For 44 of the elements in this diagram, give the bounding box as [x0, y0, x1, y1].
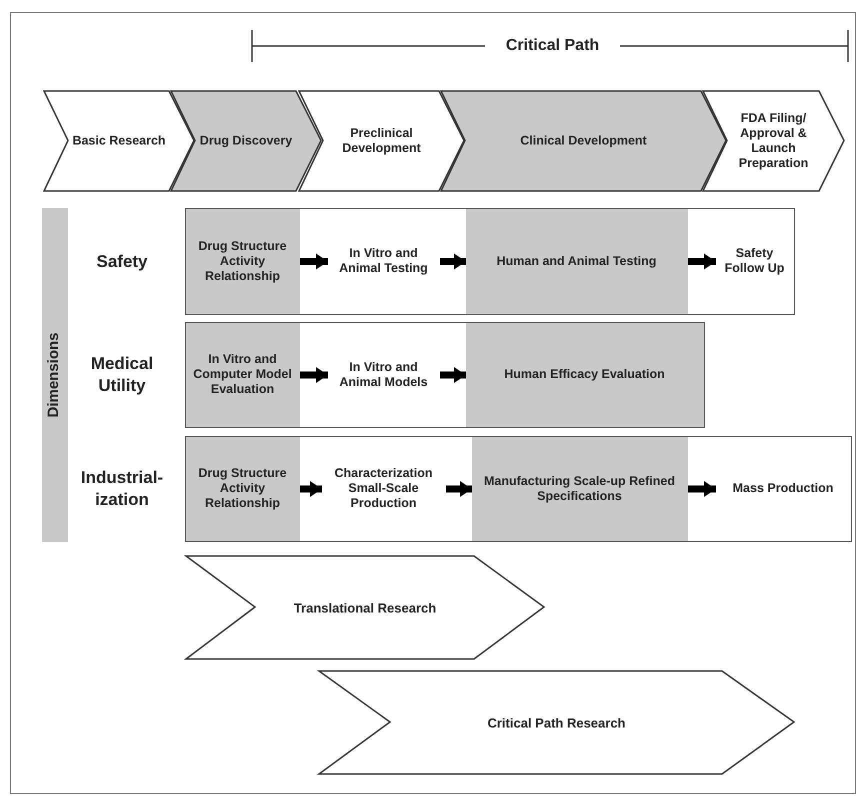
- phase-banner: [702, 90, 845, 192]
- row-label: Medical Utility: [90, 353, 154, 397]
- cell-text: Drug Structure Activity Relationship: [197, 466, 288, 511]
- stage-cell: [186, 436, 300, 540]
- arrow: [688, 481, 716, 497]
- cell-text: In Vitro and Animal Testing: [338, 246, 429, 276]
- arrow: [446, 481, 472, 497]
- stage-cell: [466, 322, 704, 426]
- stage-label: FDA Filing/ Approval & Launch Preparation: [738, 111, 810, 171]
- cell-text: Manufacturing Scale-up Refined Specifications: [483, 474, 676, 504]
- dimension-band: [42, 208, 68, 542]
- phase-banner: [298, 90, 465, 192]
- arrow: [300, 254, 328, 270]
- cell-text: In Vitro and Computer Model Evaluation: [192, 352, 293, 397]
- stage-label: Basic Research: [71, 134, 167, 148]
- arrow: [440, 367, 466, 383]
- stage-label: Clinical Development: [519, 134, 648, 148]
- cell-text: Human and Animal Testing: [496, 254, 656, 268]
- stage-label: Translational Research: [292, 600, 438, 615]
- arrow: [440, 254, 466, 270]
- cell-text: Drug Structure Activity Relationship: [197, 238, 288, 284]
- research-banner: [318, 670, 795, 775]
- phase-banner: [440, 90, 727, 192]
- band-label: Dimensions: [45, 332, 62, 418]
- phase-banner: [170, 90, 322, 192]
- research-banner: [185, 555, 545, 660]
- stage-label: Critical Path Research: [486, 715, 626, 730]
- arrow: [300, 367, 328, 383]
- stage-cell: [186, 322, 300, 426]
- stage-label: Preclinical Development: [341, 126, 422, 156]
- cell-text: Safety Follow Up: [724, 246, 786, 276]
- stage-cell: [186, 208, 300, 314]
- cell-text: Mass Production: [732, 481, 834, 496]
- row-label: Safety: [95, 250, 149, 272]
- cell-text: Characterization Small-Scale Production: [334, 466, 434, 511]
- arrow: [300, 481, 322, 497]
- stage-cell: [466, 208, 688, 314]
- phase-banner: [43, 90, 195, 192]
- stage-cell: [472, 436, 688, 540]
- cell-text: Human Efficacy Evaluation: [504, 367, 665, 382]
- stage-label: Drug Discovery: [198, 134, 294, 148]
- cell-text: In Vitro and Animal Models: [338, 360, 429, 390]
- row-label: Industrial- ization: [80, 467, 164, 511]
- arrow: [688, 254, 716, 270]
